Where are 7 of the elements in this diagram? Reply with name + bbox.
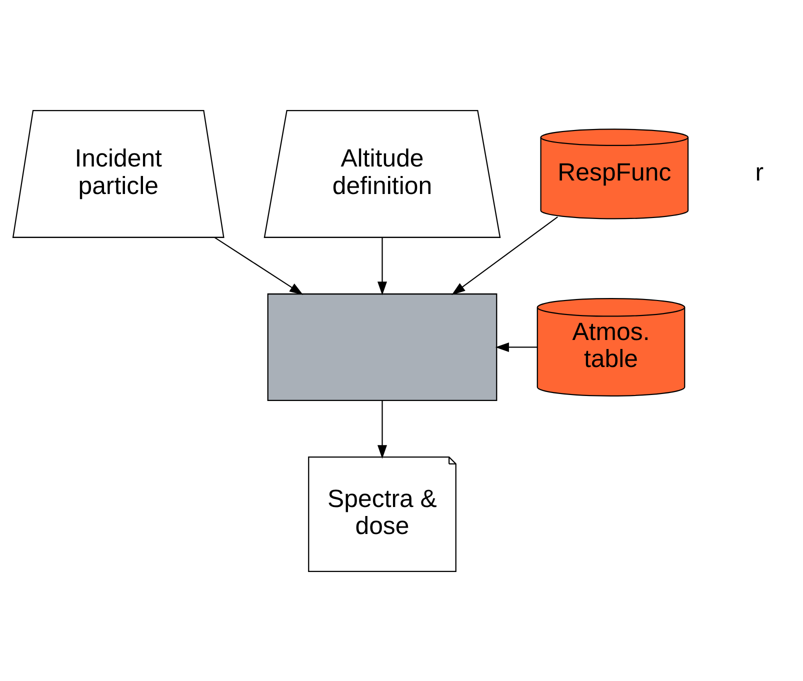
- arrow: [377, 237, 387, 295]
- label: r: [755, 158, 764, 186]
- arrow: [452, 216, 558, 294]
- arrow: [377, 400, 387, 458]
- arrow: [214, 236, 304, 294]
- arrow: [495, 342, 538, 352]
- node-box: [267, 292, 498, 401]
